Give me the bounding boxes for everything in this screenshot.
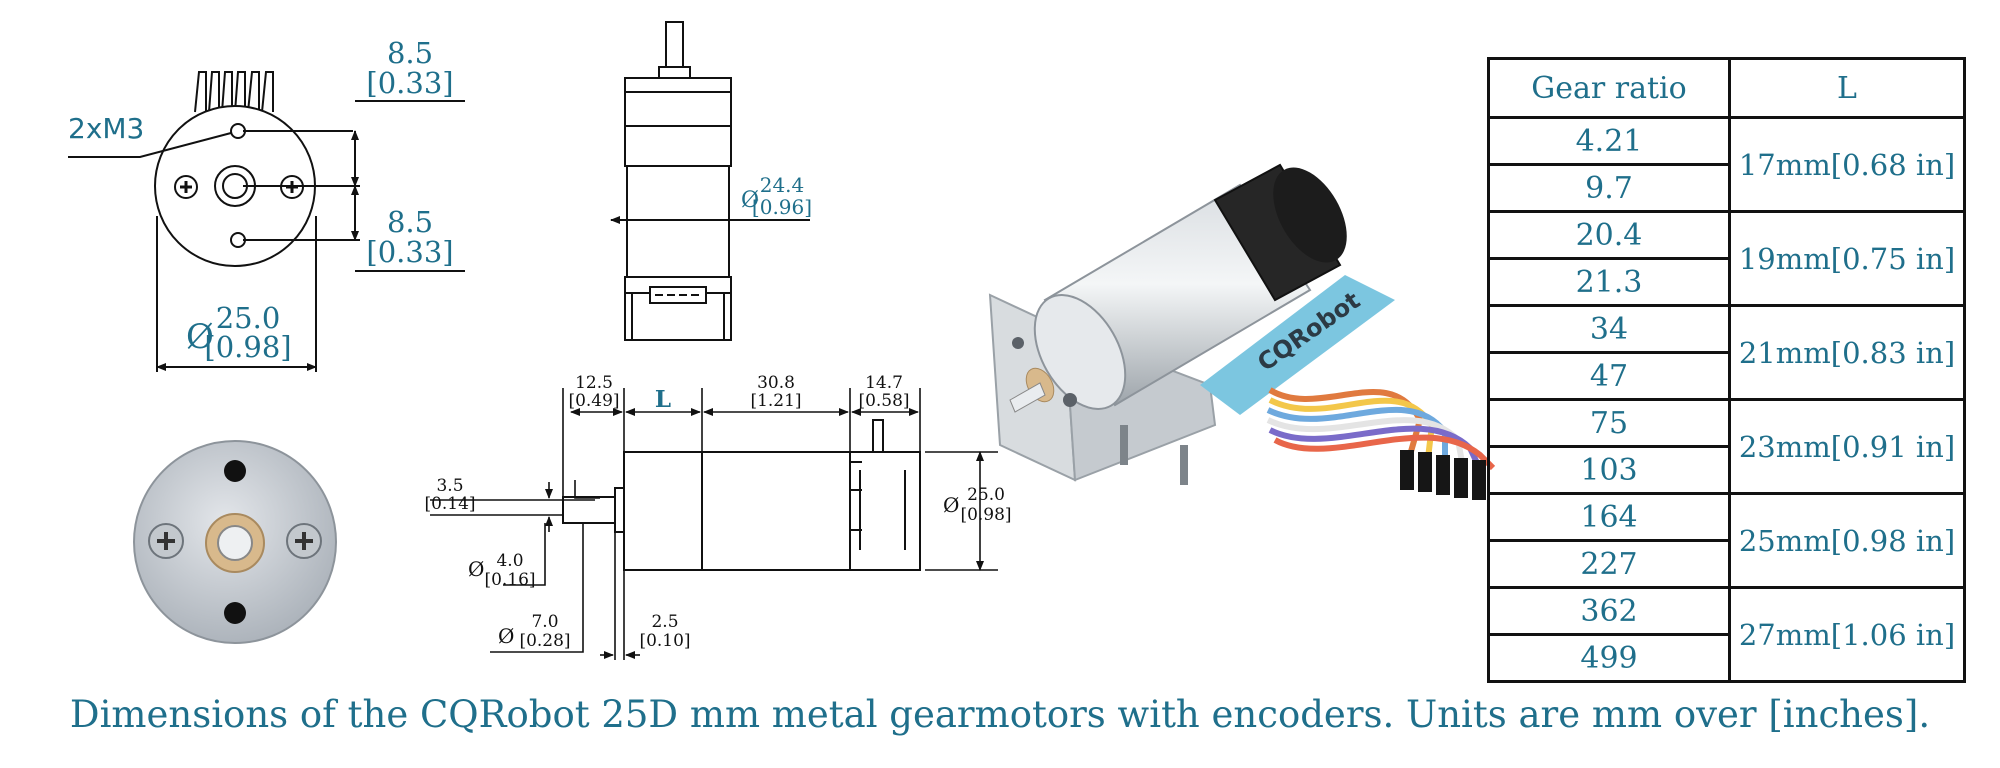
flat-depth-mm: 3.5 [436, 476, 463, 496]
gear-ratio-table: Gear ratio L 4.21 17mm[0.68 in] 9.7 20.4… [1487, 57, 1966, 683]
motor-front-photo [133, 440, 337, 644]
table-row: 103 [1487, 445, 1965, 495]
front-diameter-mm: 25.0 [216, 301, 281, 335]
motor-len-in: [1.21] [750, 391, 801, 411]
ratio-cell: 103 [1487, 445, 1731, 495]
table-row: 227 [1487, 539, 1965, 589]
shaft-diameter-mm: 4.0 [496, 551, 523, 571]
length-cell: 19mm[0.75 in] [1728, 210, 1966, 307]
top-view [610, 21, 810, 341]
ratio-cell: 499 [1487, 633, 1731, 683]
encoder-len-mm: 14.7 [865, 373, 903, 393]
encoder-cap [1213, 163, 1342, 302]
header-gear-ratio: Gear ratio [1487, 57, 1731, 119]
length-cell: 17mm[0.68 in] [1728, 116, 1966, 213]
boss-diameter-mm: 7.0 [531, 612, 558, 632]
bottom-offset-in: [0.33] [366, 235, 453, 269]
body-diameter-mm: 25.0 [967, 485, 1005, 505]
length-cell: 23mm[0.91 in] [1728, 398, 1966, 495]
ratio-cell: 34 [1487, 304, 1731, 354]
bottom-offset-mm: 8.5 [387, 205, 433, 239]
photo-hole-bottom [224, 602, 246, 624]
boss-diameter-in: [0.28] [519, 631, 570, 651]
top-offset-in: [0.33] [366, 66, 453, 100]
motor-photo: CQRobot [988, 163, 1496, 500]
top-diameter-mm: 24.4 [760, 173, 805, 197]
gearbox-len-label: L [655, 386, 671, 413]
photo-shaft [217, 525, 253, 561]
front-diameter-in: [0.98] [204, 330, 291, 364]
ratio-cell: 75 [1487, 398, 1731, 448]
ratio-cell: 164 [1487, 492, 1731, 542]
mount-hole-label: 2xM3 [68, 112, 144, 145]
boss-len-mm: 2.5 [651, 612, 678, 632]
side-view [430, 388, 998, 660]
dupont-connectors [1400, 450, 1486, 500]
flat-depth-in: [0.14] [424, 494, 475, 514]
encoder-wires [194, 71, 274, 113]
table-row: 75 23mm[0.91 in] [1487, 398, 1966, 495]
boss-len-in: [0.10] [639, 631, 690, 651]
table-row: 34 21mm[0.83 in] [1487, 304, 1966, 401]
figure-caption: Dimensions of the CQRobot 25D mm metal g… [69, 693, 1931, 736]
shaft-len-in: [0.49] [568, 391, 619, 411]
shaft-diameter-symbol: Ø [468, 557, 484, 581]
table-header-row: Gear ratio L [1487, 57, 1966, 119]
ratio-cell: 9.7 [1487, 163, 1731, 213]
length-cell: 21mm[0.83 in] [1728, 304, 1966, 401]
ratio-cell: 20.4 [1487, 210, 1731, 260]
motor-len-mm: 30.8 [757, 373, 795, 393]
shaft-diameter-in: [0.16] [484, 570, 535, 590]
photo-hole-top [224, 460, 246, 482]
header-l: L [1728, 57, 1966, 119]
body-diameter-in: [0.98] [960, 505, 1011, 525]
table-row: 4.21 17mm[0.68 in] [1487, 116, 1966, 213]
ratio-cell: 47 [1487, 351, 1731, 401]
shaft-len-mm: 12.5 [575, 373, 613, 393]
ratio-cell: 227 [1487, 539, 1731, 589]
table-row: 362 27mm[1.06 in] [1487, 586, 1966, 683]
table-row: 47 [1487, 351, 1965, 401]
ratio-cell: 21.3 [1487, 257, 1731, 307]
table-row: 21.3 [1487, 257, 1965, 307]
screw-left [174, 175, 198, 199]
front-diameter-symbol: Ø [186, 317, 214, 357]
boss-diameter-symbol: Ø [498, 624, 514, 648]
velcro-strap [1200, 275, 1395, 415]
table-row: 499 [1487, 633, 1965, 683]
top-diameter-in: [0.96] [752, 195, 812, 219]
photo-wires [1266, 387, 1496, 471]
ratio-cell: 4.21 [1487, 116, 1731, 166]
table-row: 20.4 19mm[0.75 in] [1487, 210, 1966, 307]
front-view [68, 71, 465, 372]
ratio-cell: 362 [1487, 586, 1731, 636]
length-cell: 27mm[1.06 in] [1728, 586, 1966, 683]
body-diameter-symbol: Ø [943, 493, 959, 517]
gearbox-face [1033, 294, 1127, 410]
table-row: 164 25mm[0.98 in] [1487, 492, 1966, 589]
top-diameter-symbol: Ø [741, 188, 759, 213]
encoder-len-in: [0.58] [858, 391, 909, 411]
length-cell: 25mm[0.98 in] [1728, 492, 1966, 589]
table-row: 9.7 [1487, 163, 1965, 213]
top-offset-mm: 8.5 [387, 36, 433, 70]
